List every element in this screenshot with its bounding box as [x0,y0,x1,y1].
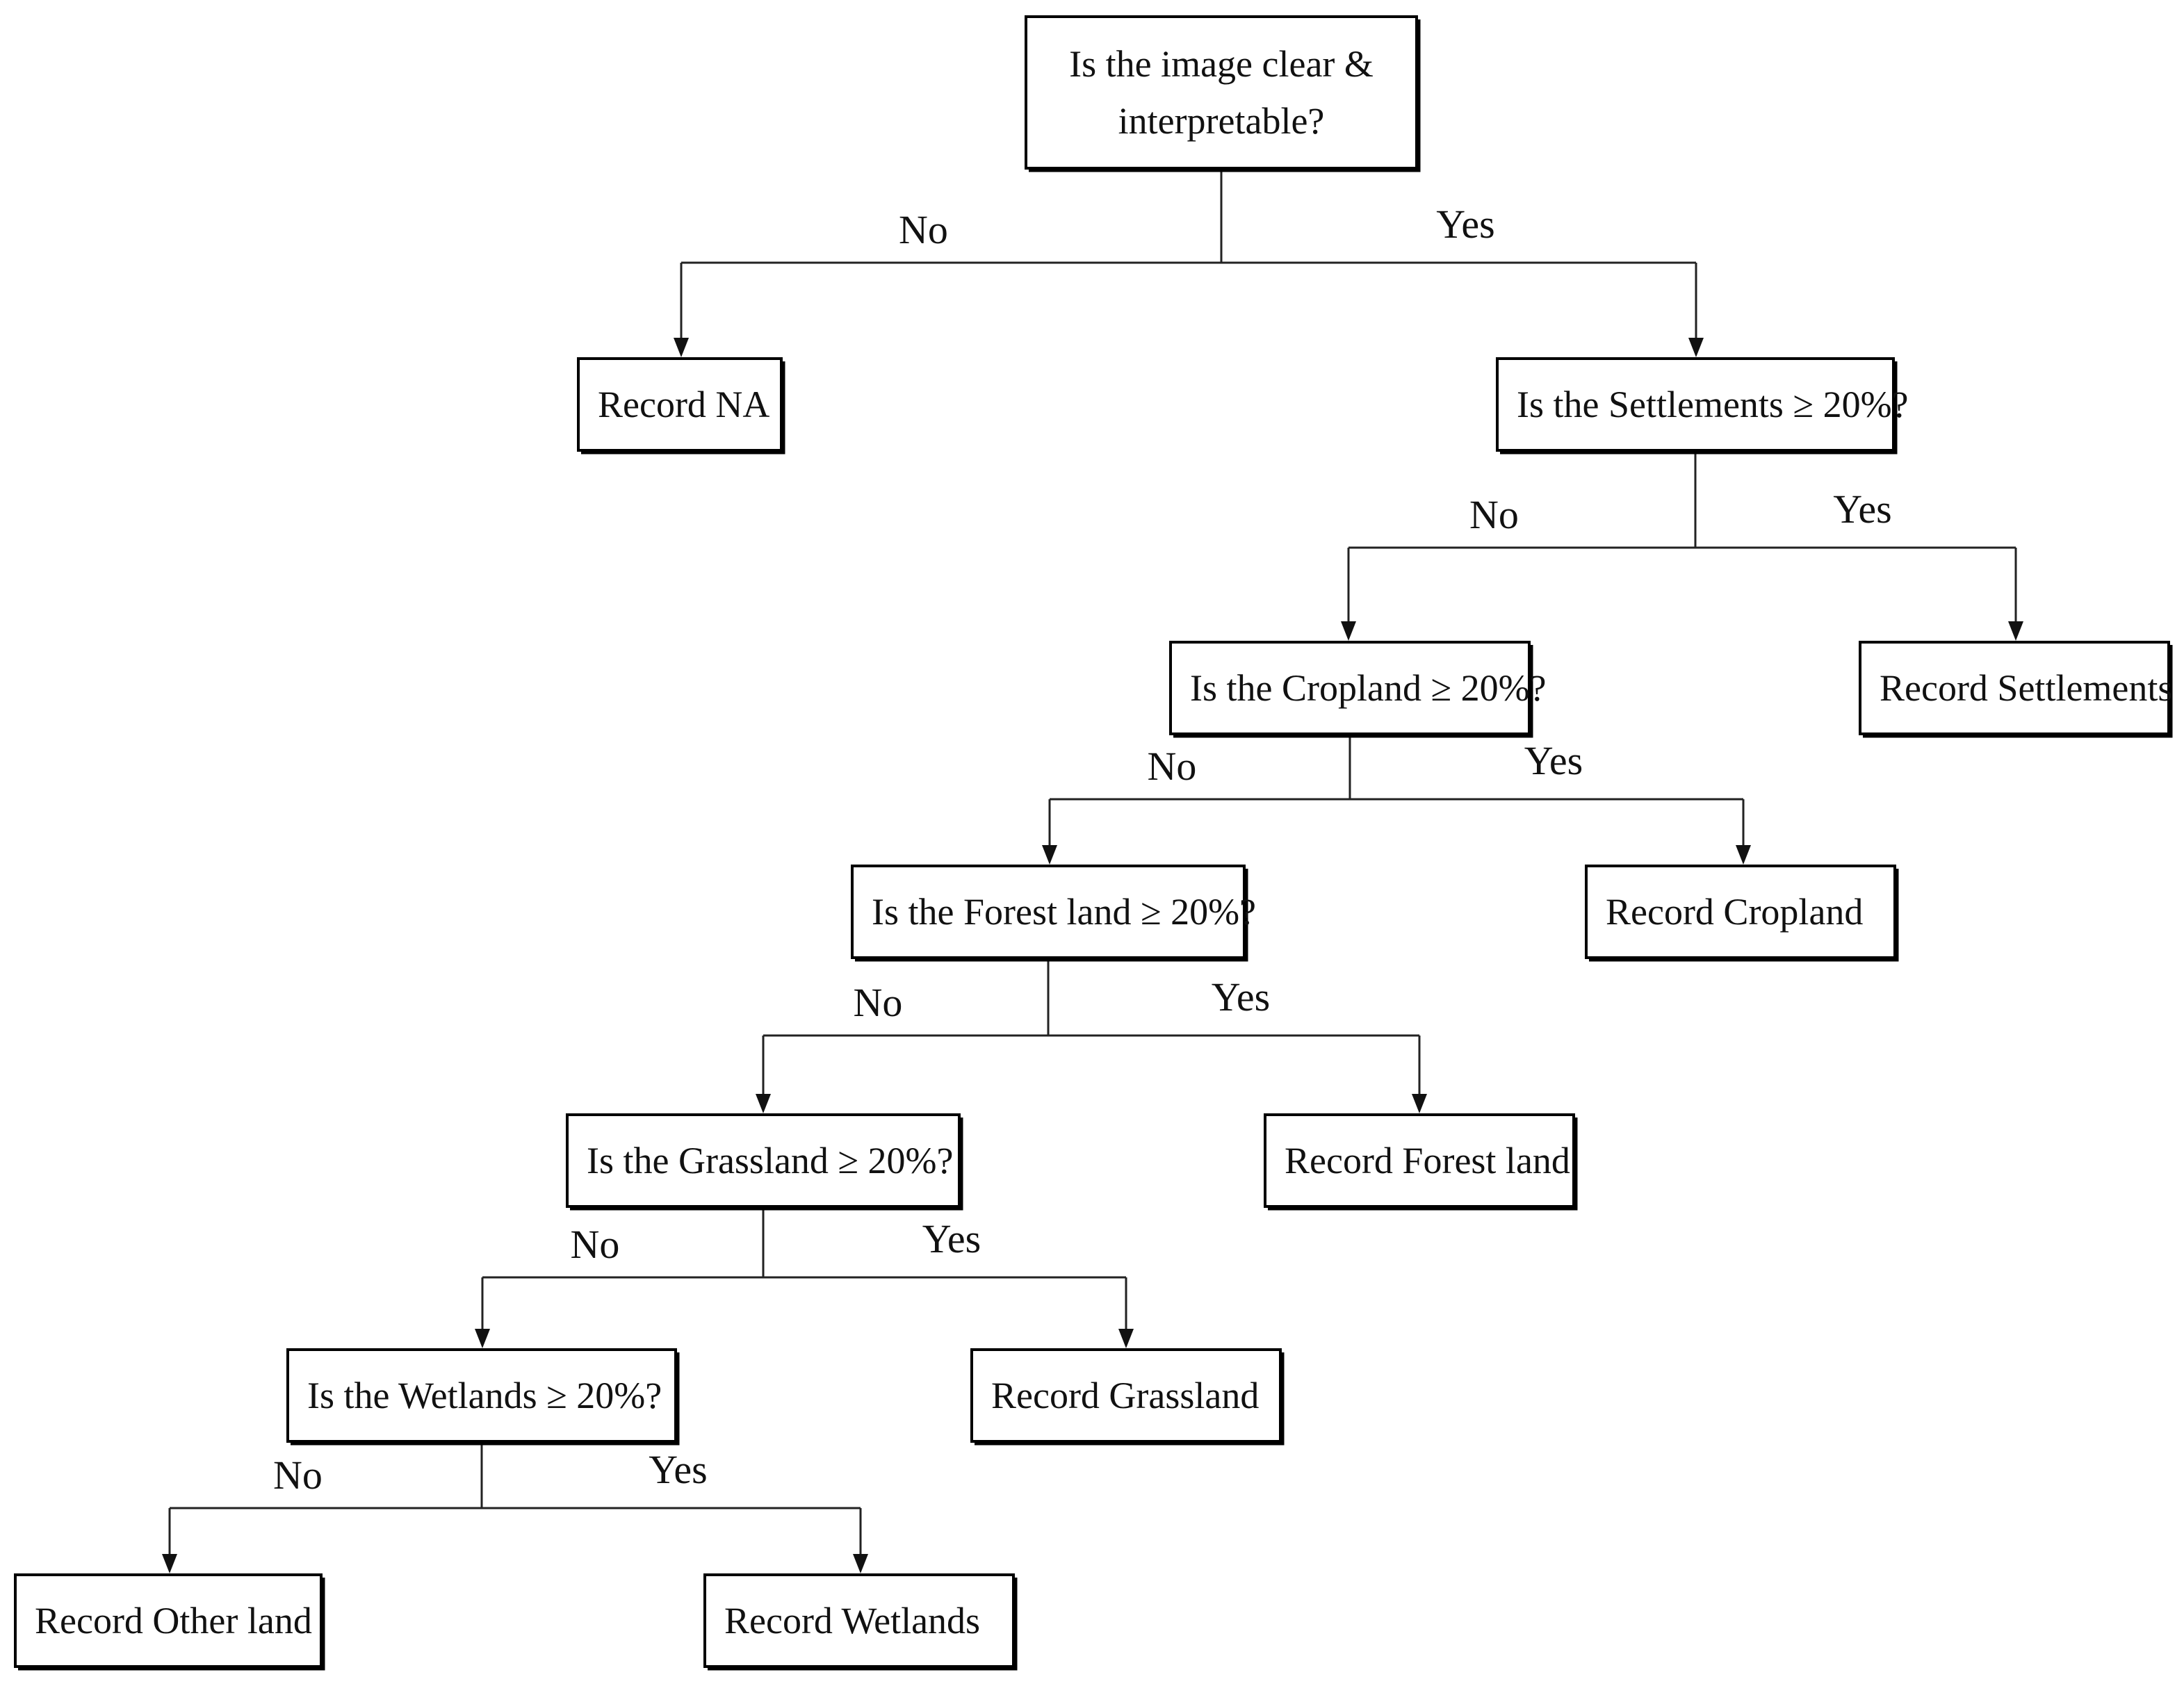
node-settlements-q: Is the Settlements ≥ 20%? [1496,357,1909,455]
node-record-wetlands: Record Wetlands [703,1573,1018,1671]
node-forest-q: Is the Forest land ≥ 20%? [851,865,1256,962]
arrowhead-yes [2008,621,2023,641]
arrowhead-yes [1412,1094,1427,1113]
node-record-na: Record NA [577,357,785,455]
node-box [1496,357,1895,452]
arrowhead-no [162,1554,177,1573]
node-box [703,1573,1015,1668]
node-wetlands-q: Is the Wetlands ≥ 20%? [286,1348,680,1446]
node-shadow [708,1578,1018,1671]
branch-label-yes: Yes [1436,202,1494,247]
branch-label-yes: Yes [1524,738,1583,783]
node-label: Record Other land [35,1600,312,1642]
edge-wetlands-q: No Yes [162,1441,868,1573]
nodes-layer: Is the image clear & interpretable? Record… [14,15,2173,1671]
arrowhead-yes [1118,1329,1134,1348]
edge-cropland-q: No Yes [1042,734,1751,865]
arrowhead-yes [1688,338,1704,357]
node-record-other: Record Other land [14,1573,325,1671]
branch-label-yes: Yes [922,1216,981,1261]
node-box [286,1348,677,1443]
node-cropland-q: Is the Cropland ≥ 20%? [1169,641,1547,738]
node-box [1585,865,1896,959]
branch-label-yes: Yes [1833,486,1891,532]
arrowhead-no [674,338,689,357]
arrowhead-no [475,1329,490,1348]
branch-label-yes: Yes [649,1447,707,1492]
node-root: Is the image clear & interpretable? [1025,15,1421,172]
node-box [14,1573,323,1668]
branch-label-no: No [1148,744,1197,789]
node-box [577,357,783,452]
node-box [1025,15,1418,170]
node-box [566,1113,961,1208]
edge-root: No Yes [674,168,1704,357]
node-shadow [1173,645,1533,738]
arrowhead-no [1341,621,1356,641]
node-record-cropland: Record Cropland [1585,865,1899,962]
node-label: Is the image clear & [1069,43,1374,85]
branch-label-yes: Yes [1212,974,1270,1020]
node-shadow [291,1352,680,1446]
node-label: Is the Forest land ≥ 20%? [872,891,1256,933]
node-grassland-q: Is the Grassland ≥ 20%? [566,1113,963,1211]
edge-settlements-q: No Yes [1341,450,2023,641]
node-label: Is the Settlements ≥ 20%? [1517,384,1909,425]
node-label: Is the Wetlands ≥ 20%? [307,1375,662,1416]
node-shadow [581,361,785,455]
node-box [970,1348,1282,1443]
node-shadow [1589,869,1899,962]
node-shadow [1268,1118,1578,1211]
arrowhead-yes [1736,845,1751,865]
node-shadow [1029,19,1421,172]
node-box [1859,641,2170,735]
branch-label-no: No [273,1452,323,1498]
node-shadow [975,1352,1285,1446]
node-record-grassland: Record Grassland [970,1348,1285,1446]
node-box [1264,1113,1575,1208]
node-record-settlements: Record Settlements [1859,641,2173,738]
node-shadow [570,1118,963,1211]
branch-label-no: No [1469,492,1519,537]
node-shadow [1863,645,2173,738]
node-record-forest: Record Forest land [1264,1113,1578,1211]
node-label: Record Grassland [991,1375,1259,1416]
edge-grassland-q: No Yes [475,1206,1134,1348]
node-shadow [18,1578,325,1671]
node-label: interpretable? [1118,100,1325,142]
edge-forest-q: No Yes [756,958,1427,1113]
node-label: Record Cropland [1606,891,1863,933]
node-label: Is the Grassland ≥ 20%? [587,1140,954,1181]
node-label: Is the Cropland ≥ 20%? [1190,667,1547,709]
branch-label-no: No [899,207,948,252]
node-label: Record NA [598,384,769,425]
arrowhead-no [1042,845,1057,865]
arrowhead-no [756,1094,771,1113]
node-box [851,865,1246,959]
node-shadow [855,869,1248,962]
node-box [1169,641,1531,735]
branch-label-no: No [854,980,903,1025]
branch-label-no: No [571,1222,620,1267]
node-shadow [1500,361,1898,455]
node-label: Record Wetlands [724,1600,980,1642]
node-label: Record Settlements [1880,667,2172,709]
node-label: Record Forest land [1285,1140,1570,1181]
arrowhead-yes [853,1554,868,1573]
